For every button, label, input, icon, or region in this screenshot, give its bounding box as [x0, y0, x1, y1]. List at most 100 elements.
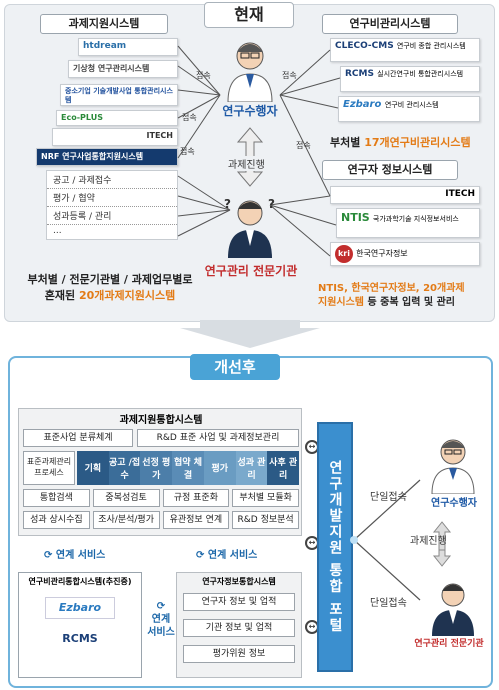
access-label-1: 접속	[196, 71, 211, 80]
transition-arrow	[180, 320, 320, 348]
link-service-mid-label: 연계 서비스	[147, 614, 175, 638]
link-service-left: ⟳ 연계 서비스	[44, 546, 105, 561]
researcher-icon	[431, 439, 475, 495]
logo-cleco: CLECO-CMS 연구비 종합 관리시스템	[330, 38, 480, 62]
cleco-sub: 연구비 종합 관리시스템	[396, 42, 466, 50]
flow-agreement: 협약 체결	[172, 451, 204, 485]
feature-analysis: 조사/분석/평가	[92, 511, 160, 529]
feature-search: 통합검색	[23, 489, 90, 507]
logo-smba: 중소기업 기술개발사업 통합관리시스템	[60, 84, 178, 106]
access-label-5: 접속	[296, 141, 311, 150]
researcher-icon	[227, 42, 273, 103]
rcms-name: RCMS	[345, 69, 374, 79]
cleco-name: CLECO-CMS	[335, 41, 394, 51]
task-progress-bottom: 과제진행	[410, 536, 447, 547]
fund-system-header: 연구비관리시스템	[322, 14, 458, 34]
agency-figure: ? ?	[222, 196, 278, 258]
flow-results: 성과 관리	[235, 451, 268, 485]
svg-text:?: ?	[224, 197, 231, 211]
task-progress-label: 과제진행	[228, 156, 265, 171]
link-service-mid: ⟳ 연계 서비스	[146, 600, 176, 639]
kri-sub: 한국연구자정보	[356, 249, 408, 258]
cat-more: ...	[53, 226, 62, 236]
ntis-sub: 국가과학기술 지식정보서비스	[372, 215, 459, 223]
single-access-bottom: 단일접속	[370, 598, 407, 609]
feature-modular: 부처별 모듈화	[232, 489, 299, 507]
fund-ezbaro: Ezbaro	[45, 597, 115, 619]
flow-post: 사후 관리	[267, 451, 300, 485]
researcher-info-header: 연구자 정보시스템	[322, 160, 458, 180]
researcher-row-1: 연구자 정보 및 업적	[183, 593, 295, 611]
link-service-right-label: 연계 서비스	[207, 550, 258, 561]
task-support-stack: htdream 기상청 연구관리시스템 중소기업 기술개발사업 통합관리시스템 …	[18, 38, 178, 240]
improved-title: 개선후	[190, 354, 280, 380]
integrated-task-header: 과제지원통합시스템	[119, 415, 203, 426]
flow-announce: 공고 /접수	[108, 451, 141, 485]
portal-access-lines	[350, 479, 452, 601]
task-support-caption: 부처별 / 전문기관별 / 과제업무별로 혼재된 20개과제지원시스템	[20, 272, 200, 304]
access-label-2: 접속	[182, 113, 197, 122]
left-caption-line2a: 혼재된	[44, 289, 79, 302]
fund-system-stack: CLECO-CMS 연구비 종합 관리시스템 RCMS 실시간연구비 통합관리시…	[320, 38, 480, 138]
fund-integrated-system: 연구비관리통합시스템(추진중) Ezbaro RCMS	[18, 572, 142, 678]
left-caption-line1: 부처별 / 전문기관별 / 과제업무별로	[27, 273, 193, 286]
feature-row-2: 성과 상시수집 조사/분석/평가 유관정보 연계 R&D 정보분석	[23, 511, 299, 529]
cat-evaluate: 평가 / 협약	[47, 189, 177, 207]
feature-row-1: 통합검색 중복성검토 규정 표준화 부처별 모듈화	[23, 489, 299, 507]
researcher-row-3: 평가위원 정보	[183, 645, 295, 663]
flow-eval: 평가	[203, 451, 236, 485]
kri-name: kri	[335, 245, 353, 263]
researcher-label-bottom: 연구수행자	[431, 498, 477, 509]
dup-caption-b: 지원시스템	[318, 297, 364, 308]
single-access-top: 단일접속	[370, 492, 407, 503]
task-support-header: 과제지원시스템	[40, 14, 168, 34]
flow-select: 선정 평가	[140, 451, 173, 485]
current-title: 현재	[204, 2, 294, 28]
dup-caption-a: NTIS, 한국연구자정보, 20개과제	[318, 283, 465, 294]
flow-plan: 기획	[77, 451, 109, 485]
fund-caption-prefix: 부처별	[330, 136, 365, 149]
feature-collect: 성과 상시수집	[23, 511, 90, 529]
researcher-integrated-header: 연구자정보통합시스템	[202, 577, 276, 586]
access-label-3: 접속	[180, 147, 195, 156]
agency-icon: ? ?	[224, 197, 275, 258]
logo-nrf: NRF 연구사업통합지원시스템	[36, 148, 178, 166]
feature-duplicate: 중복성검토	[92, 489, 160, 507]
fund-caption: 부처별 17개연구비관리시스템	[330, 134, 490, 150]
researcher-label: 연구수행자	[222, 104, 278, 118]
agency-label: 연구관리 전문기관	[204, 264, 298, 278]
researcher-info-caption: NTIS, 한국연구자정보, 20개과제 지원시스템 등 중복 입력 및 관리	[318, 282, 494, 310]
sync-icon: ⟳	[156, 601, 166, 612]
logo-htdream: htdream	[78, 38, 178, 56]
researcher-figure-bottom	[428, 436, 478, 495]
logo-ecoplus: Eco-PLUS	[56, 110, 178, 126]
logo-rcms: RCMS 실시간연구비 통합관리시스템	[340, 66, 480, 92]
sync-icon: ⟳	[44, 550, 56, 561]
ezbaro-sub: 연구비 관리시스템	[384, 101, 439, 109]
svg-text:?: ?	[268, 197, 275, 211]
process-flow: 기획 공고 /접수 선정 평가 협약 체결 평가 성과 관리 사후 관리	[77, 451, 300, 485]
logo-itech: ITECH	[52, 128, 178, 146]
task-category-list: 공고 / 과제접수 평가 / 협약 성과등록 / 관리 ...	[46, 170, 178, 240]
dup-caption-c: 등 중복 입력 및 관리	[364, 297, 456, 308]
agency-figure-bottom	[428, 580, 478, 636]
logo-ntis: NTIS 국가과학기술 지식정보서비스	[336, 208, 480, 238]
feature-link: 유관정보 연계	[162, 511, 230, 529]
std-project-mgmt: R&D 표준 사업 및 과제정보관리	[137, 429, 299, 447]
researcher-integrated-system: 연구자정보통합시스템 연구자 정보 및 업적 기관 정보 및 업적 평가위원 정…	[176, 572, 302, 678]
cat-results: 성과등록 / 관리	[47, 207, 177, 225]
access-label-4: 접속	[282, 71, 297, 80]
agency-icon	[432, 583, 474, 636]
integrated-portal[interactable]: 연구개발지원 통합 포털	[317, 422, 353, 672]
logo-kri: kri 한국연구자정보	[330, 242, 480, 266]
researcher-figure	[222, 38, 278, 103]
sync-icon: ⟳	[196, 550, 208, 561]
left-caption-line2b: 20개과제지원시스템	[78, 289, 176, 302]
ntis-name: NTIS	[341, 211, 370, 224]
std-process-label: 표준과제관리 프로세스	[23, 451, 75, 485]
ezbaro-name: Ezbaro	[343, 99, 382, 110]
link-service-right: ⟳ 연계 서비스	[196, 546, 257, 561]
agency-label-bottom: 연구관리 전문기관	[414, 639, 484, 649]
fund-caption-count: 17개연구비관리시스템	[364, 136, 471, 149]
feature-rules: 규정 표준화	[162, 489, 230, 507]
